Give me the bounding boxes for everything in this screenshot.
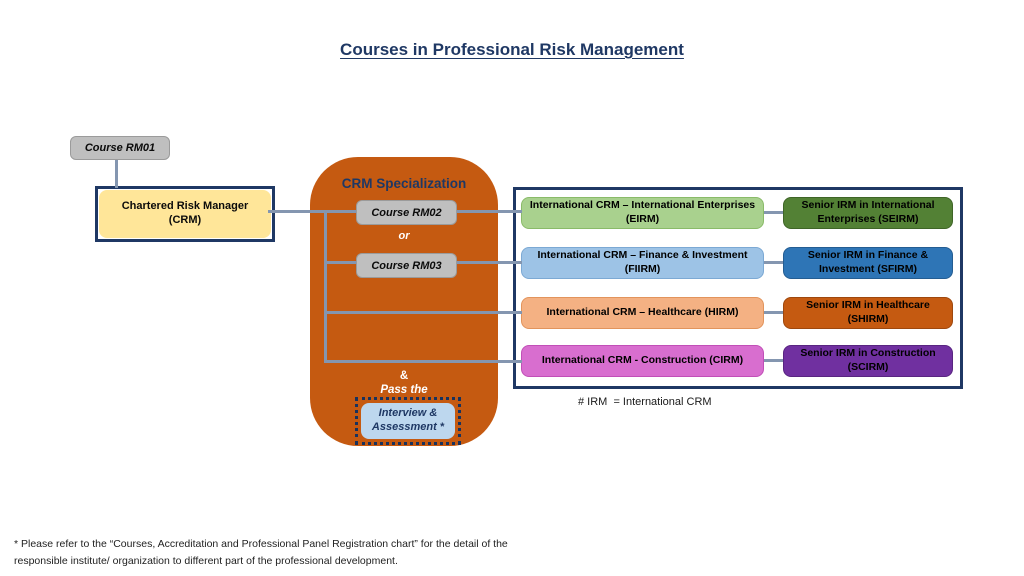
- branch-line-row3: [324, 311, 522, 314]
- course-senior-connector-hirm: [763, 311, 783, 314]
- ampersand-label: &: [399, 370, 409, 382]
- course-box-eirm: International CRM – International Enterp…: [521, 197, 764, 229]
- footnote-text: * Please refer to the “Courses, Accredit…: [14, 538, 508, 567]
- crm-box: Chartered Risk Manager (CRM): [99, 190, 271, 238]
- pass-the-label: Pass the: [380, 384, 428, 396]
- tracks-container: International CRM – International Enterp…: [513, 187, 963, 389]
- course-rm02-box: Course RM02: [356, 200, 457, 225]
- course-box-cirm: International CRM - Construction (CIRM): [521, 345, 764, 377]
- irm-legend: # IRM = International CRM: [578, 396, 712, 408]
- crm-border-box: [95, 186, 275, 242]
- page-title: Courses in Professional Risk Management: [340, 40, 684, 59]
- or-label: or: [398, 230, 410, 242]
- specialization-vertical-line: [324, 210, 327, 363]
- interview-dotted-border: Interview & Assessment *: [355, 397, 461, 445]
- course-senior-connector-eirm: [763, 211, 783, 214]
- track-row-eirm: International CRM – International Enterp…: [516, 197, 960, 229]
- course-box-fiirm: International CRM – Finance & Investment…: [521, 247, 764, 279]
- course-senior-connector-cirm: [763, 359, 783, 362]
- interview-assessment-box: Interview & Assessment *: [361, 403, 455, 439]
- senior-box-cirm: Senior IRM in Construction (SCIRM): [783, 345, 953, 377]
- senior-box-fiirm: Senior IRM in Finance & Investment (SFIR…: [783, 247, 953, 279]
- course-box-hirm: International CRM – Healthcare (HIRM): [521, 297, 764, 329]
- crm-specialization-title: CRM Specialization: [341, 176, 467, 191]
- track-row-fiirm: International CRM – Finance & Investment…: [516, 247, 960, 279]
- connector-rm01-crm: [115, 158, 118, 188]
- tracks-rows: International CRM – International Enterp…: [516, 190, 960, 386]
- course-rm01-box: Course RM01: [70, 136, 170, 160]
- senior-box-hirm: Senior IRM in Healthcare (SHIRM): [783, 297, 953, 329]
- course-rm03-box: Course RM03: [356, 253, 457, 278]
- course-senior-connector-fiirm: [763, 261, 783, 264]
- branch-line-row4: [324, 360, 522, 363]
- senior-box-eirm: Senior IRM in International Enterprises …: [783, 197, 953, 229]
- track-row-hirm: International CRM – Healthcare (HIRM) Sen…: [516, 297, 960, 329]
- track-row-cirm: International CRM - Construction (CIRM) S…: [516, 345, 960, 377]
